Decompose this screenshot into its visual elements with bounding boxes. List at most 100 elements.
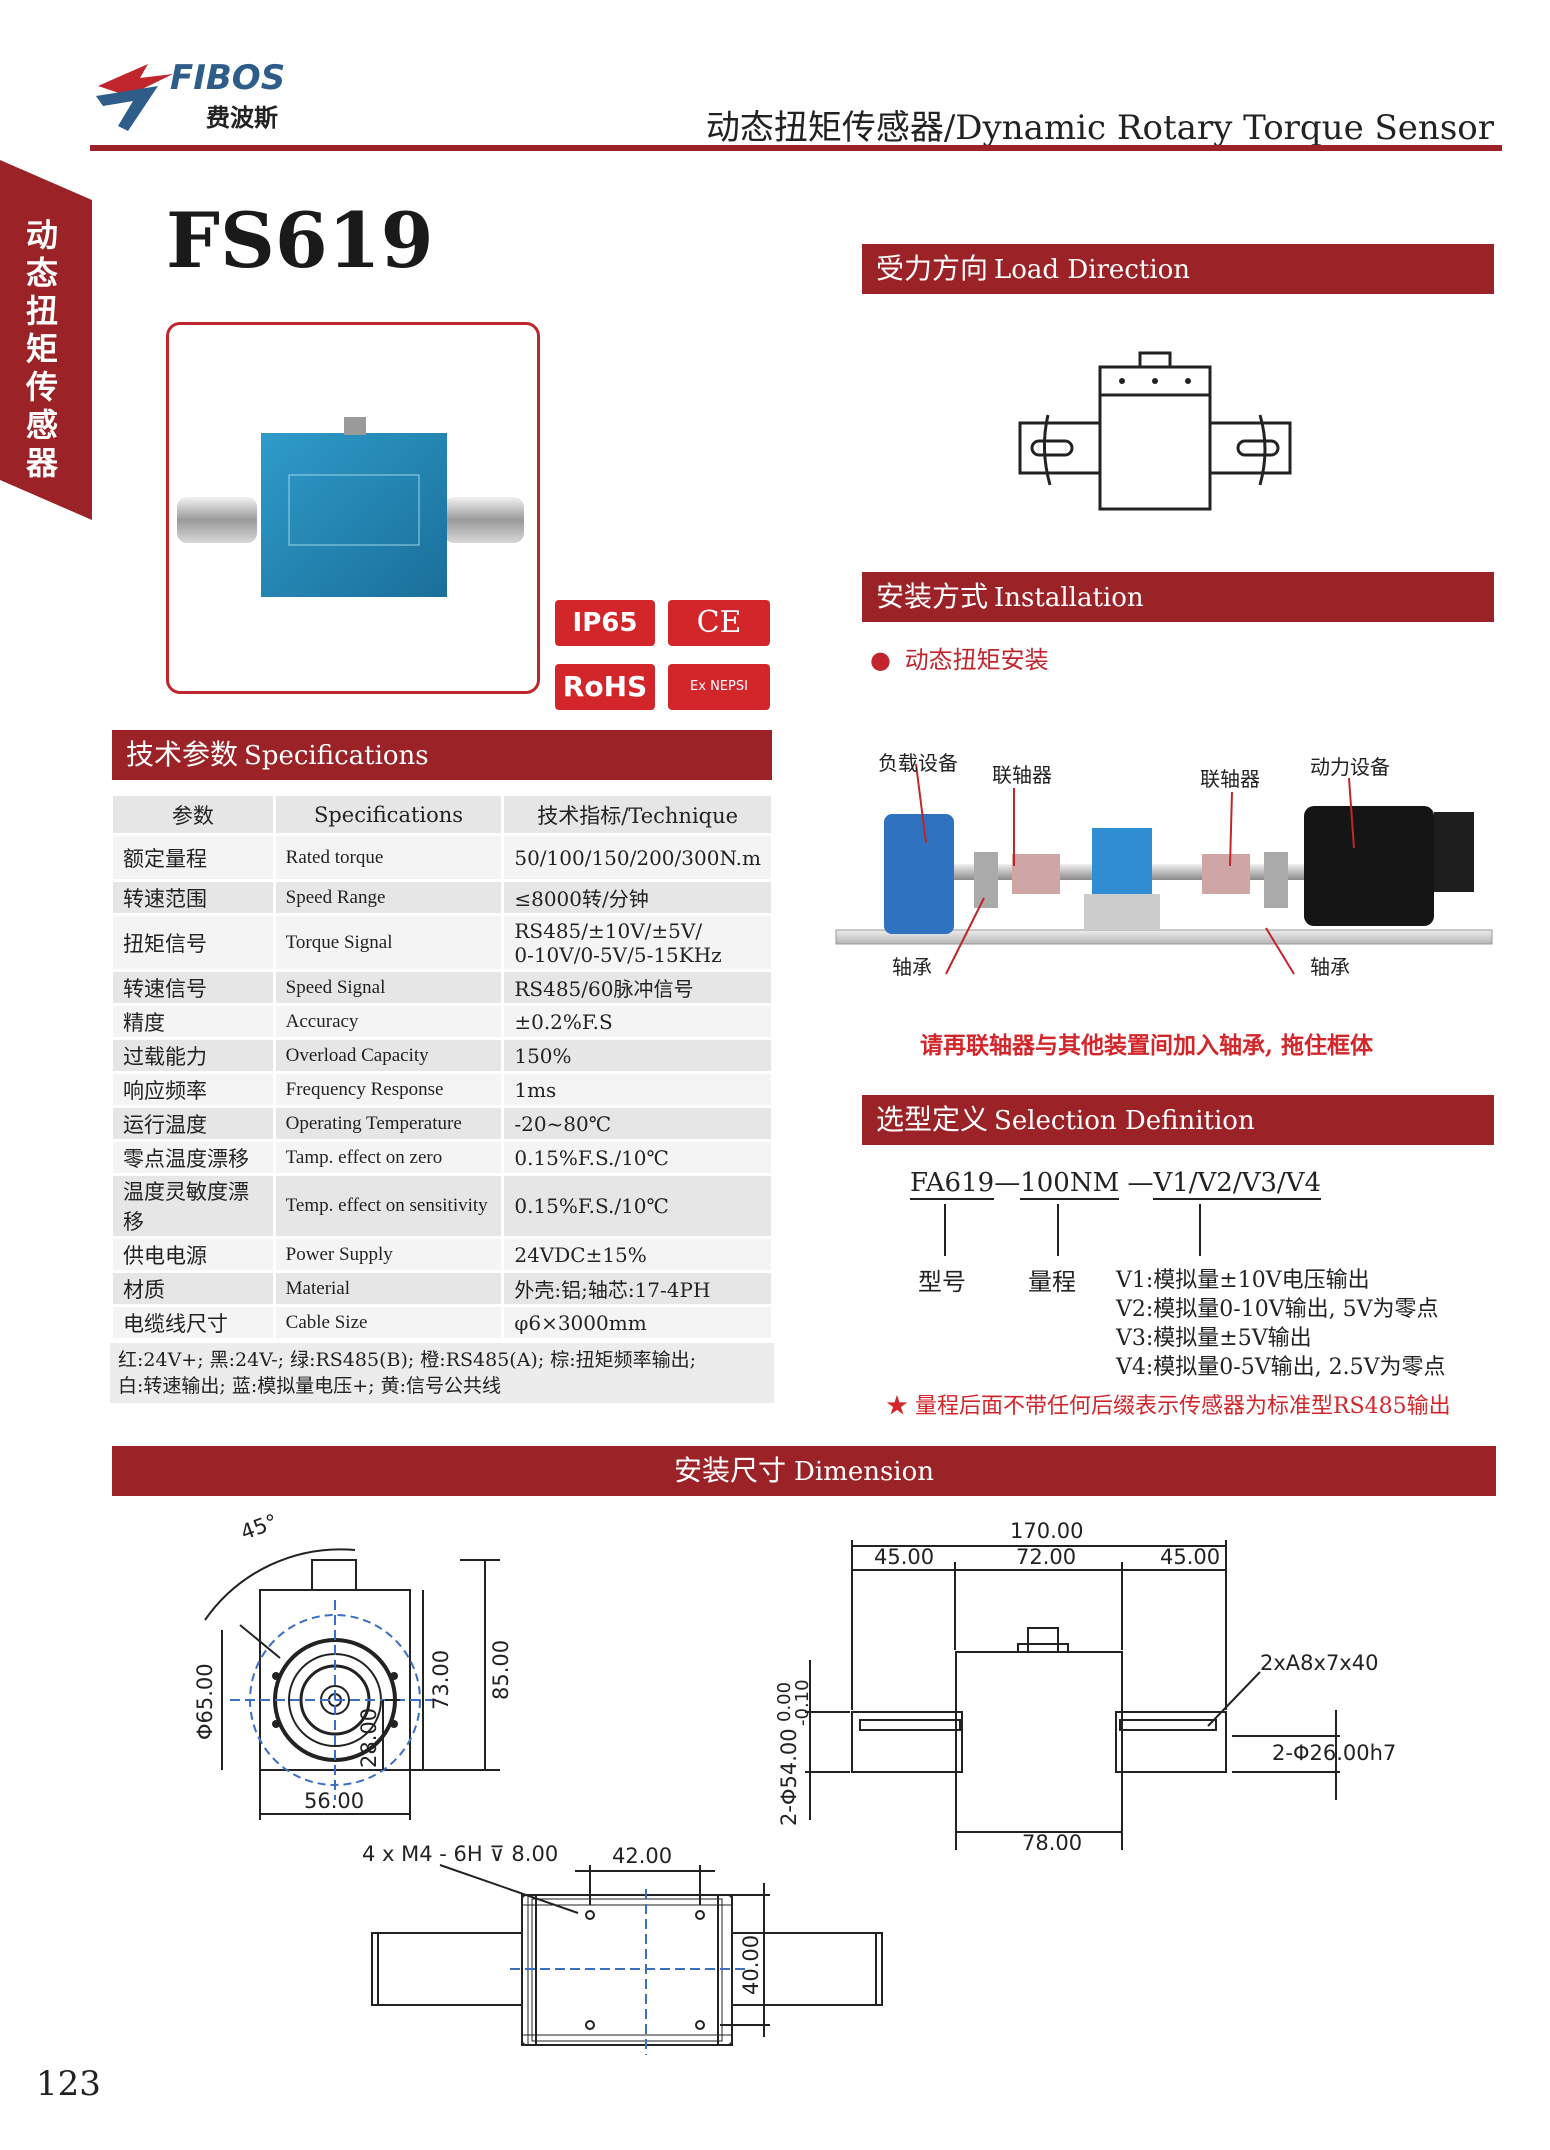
param-cn: 温度灵敏度漂移 bbox=[110, 1173, 276, 1239]
param-en: Speed Range bbox=[272, 879, 505, 916]
dim-73: 73.00 bbox=[429, 1650, 453, 1710]
dim-phi65: Φ65.00 bbox=[193, 1663, 217, 1740]
dim-45b: 45.00 bbox=[1160, 1545, 1220, 1569]
dim-tol-top: 0.00 bbox=[774, 1682, 795, 1722]
param-cn: 运行温度 bbox=[110, 1105, 276, 1142]
brand-en: FIBOS bbox=[170, 58, 286, 98]
param-en: Speed Signal bbox=[272, 969, 505, 1006]
label-load-device: 负载设备 bbox=[878, 751, 958, 775]
param-en: Temp. effect on sensitivity bbox=[272, 1173, 505, 1239]
param-cn: 供电电源 bbox=[110, 1236, 276, 1273]
param-value: RS485/60脉冲信号 bbox=[501, 969, 774, 1006]
label-model: 型号 bbox=[918, 1268, 966, 1296]
param-value: 24VDC±15% bbox=[501, 1236, 774, 1273]
brand-cn: 费波斯 bbox=[206, 104, 278, 132]
option-v2: V2:模拟量0-10V输出, 5V为零点 bbox=[1116, 1297, 1439, 1322]
dimension-bottom-view: 4 x M4 - 6H ⊽ 8.00 42.00 40.00 bbox=[362, 1845, 883, 2055]
dim-phi26: 2-Φ26.00h7 bbox=[1272, 1741, 1396, 1765]
dimension-side-view: 170.00 45.00 72.00 45.00 0.00 -0.10 2-Φ5… bbox=[774, 1519, 1396, 1850]
param-value: 1ms bbox=[501, 1071, 774, 1108]
param-value: -20~80℃ bbox=[501, 1105, 774, 1142]
header-rule bbox=[90, 145, 1502, 151]
dim-42: 42.00 bbox=[612, 1845, 672, 1868]
selection-leader-lines bbox=[944, 1204, 1201, 1256]
col-header-spec: Specifications bbox=[272, 793, 505, 836]
dim-56: 56.00 bbox=[304, 1789, 364, 1813]
label-bearing-1: 轴承 bbox=[892, 955, 932, 979]
param-value: RS485/±10V/±5V/0-10V/0-5V/5-15KHz bbox=[501, 913, 774, 972]
param-cn: 转速范围 bbox=[110, 879, 276, 916]
param-en: Torque Signal bbox=[272, 913, 505, 972]
dimension-front-view: 45° Φ65.00 73.00 85.00 28.00 56.00 bbox=[193, 1510, 513, 1820]
load-direction-diagram bbox=[1018, 351, 1292, 511]
param-value: 50/100/150/200/300N.m bbox=[501, 833, 774, 882]
dim-28: 28.00 bbox=[357, 1708, 381, 1768]
ce-badge: CE bbox=[668, 600, 770, 646]
param-cn: 响应频率 bbox=[110, 1071, 276, 1108]
rohs-badge: RoHS bbox=[555, 664, 655, 710]
installation-bullet: ● 动态扭矩安装 bbox=[870, 646, 1049, 674]
installation-note: 请再联轴器与其他装置间加入轴承, 拖住框体 bbox=[920, 1032, 1374, 1059]
param-value: 外壳:铝;轴芯:17-4PH bbox=[501, 1270, 774, 1307]
param-value-line: 0-10V/0-5V/5-15KHz bbox=[514, 942, 722, 967]
product-photo bbox=[177, 417, 524, 597]
param-value: ±0.2%F.S bbox=[501, 1003, 774, 1040]
param-cn: 精度 bbox=[110, 1003, 276, 1040]
param-cn: 扭矩信号 bbox=[110, 913, 276, 972]
dim-170: 170.00 bbox=[1010, 1519, 1083, 1543]
param-cn: 电缆线尺寸 bbox=[110, 1304, 276, 1341]
param-en: Power Supply bbox=[272, 1236, 505, 1273]
dim-phi54: 2-Φ54.00 bbox=[777, 1728, 801, 1826]
dim-angle: 45° bbox=[238, 1510, 281, 1545]
param-value: 0.15%F.S./10℃ bbox=[501, 1139, 774, 1176]
param-en: Overload Capacity bbox=[272, 1037, 505, 1074]
param-en: Cable Size bbox=[272, 1304, 505, 1341]
product-photo-frame bbox=[166, 322, 540, 694]
param-cn: 过载能力 bbox=[110, 1037, 276, 1074]
side-tab: 动态扭矩传感器 bbox=[0, 160, 92, 520]
col-header-tech: 技术指标/Technique bbox=[501, 793, 774, 836]
page-number: 123 bbox=[36, 2064, 101, 2104]
dim-78: 78.00 bbox=[1022, 1831, 1082, 1850]
bullet-dot-icon: ● bbox=[870, 646, 891, 674]
param-cn: 零点温度漂移 bbox=[110, 1139, 276, 1176]
param-en: Material bbox=[272, 1270, 505, 1307]
dim-72: 72.00 bbox=[1016, 1545, 1076, 1569]
label-range: 量程 bbox=[1028, 1268, 1076, 1296]
param-en: Operating Temperature bbox=[272, 1105, 505, 1142]
dim-tol-bot: -0.10 bbox=[792, 1679, 813, 1726]
dim-key: 2xA8x7x40 bbox=[1260, 1651, 1378, 1675]
param-cn: 额定量程 bbox=[110, 833, 276, 882]
param-value-line: RS485/±10V/±5V/ bbox=[514, 918, 703, 943]
code-options: V1/V2/V3/V4 bbox=[1153, 1168, 1322, 1200]
dim-85: 85.00 bbox=[489, 1640, 513, 1700]
param-en: Accuracy bbox=[272, 1003, 505, 1040]
code-range: 100NM bbox=[1020, 1168, 1120, 1200]
param-en: Rated torque bbox=[272, 833, 505, 882]
selection-note: ★ 量程后面不带任何后缀表示传感器为标准型RS485输出 bbox=[886, 1394, 1451, 1419]
option-v4: V4:模拟量0-5V输出, 2.5V为零点 bbox=[1116, 1355, 1446, 1380]
header-title: 动态扭矩传感器/Dynamic Rotary Torque Sensor bbox=[705, 108, 1494, 148]
brand-logo: FIBOS 费波斯 bbox=[88, 56, 328, 146]
param-cn: 材质 bbox=[110, 1270, 276, 1307]
wiring-line-1: 红:24V+; 黑:24V-; 绿:RS485(B); 橙:RS485(A); … bbox=[118, 1349, 697, 1371]
label-power-device: 动力设备 bbox=[1310, 755, 1390, 779]
